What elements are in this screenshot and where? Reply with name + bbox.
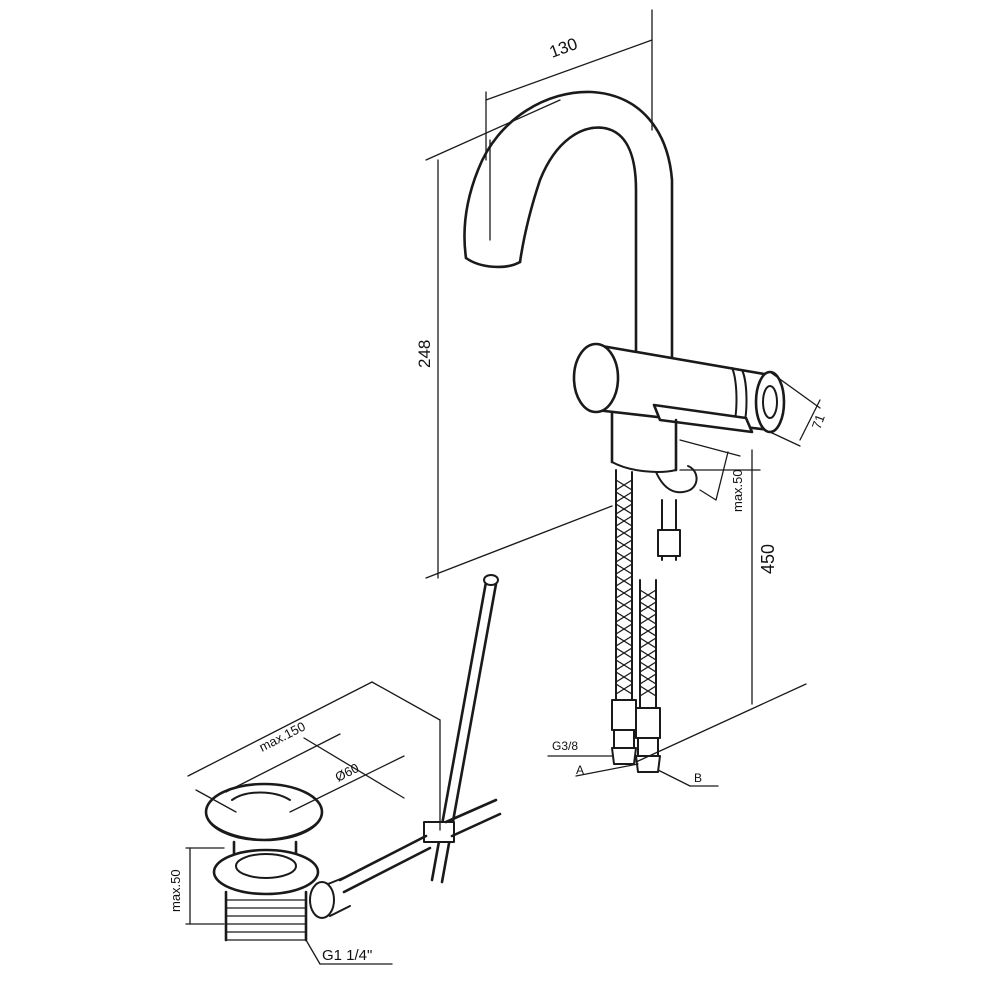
dim-hose-length: 450 bbox=[758, 544, 778, 574]
dim-handle-height: 71 bbox=[809, 412, 828, 431]
dim-drain-height: max.50 bbox=[168, 869, 183, 912]
faucet-spout bbox=[463, 90, 674, 362]
popup-rod bbox=[338, 574, 502, 894]
dim-spout-reach: 130 bbox=[547, 34, 580, 62]
dim-body-to-deck: max.50 bbox=[730, 469, 745, 512]
label-hose-b: B bbox=[694, 771, 702, 785]
dimension-lines-faucet bbox=[425, 9, 821, 787]
hose-b bbox=[635, 465, 698, 773]
dim-faucet-height: 248 bbox=[415, 340, 434, 368]
label-connection-thread: G3/8 bbox=[552, 739, 578, 753]
dim-drain-diameter: Ø60 bbox=[333, 760, 362, 785]
drain-assembly bbox=[204, 782, 351, 942]
dimension-lines-drain bbox=[185, 681, 441, 965]
label-drain-thread: G1 1/4" bbox=[322, 947, 372, 964]
dim-drain-length: max.150 bbox=[257, 719, 308, 755]
lever-handle bbox=[652, 403, 754, 434]
hose-a bbox=[611, 469, 637, 765]
faucet-base bbox=[610, 410, 678, 473]
label-hose-a: A bbox=[576, 763, 584, 777]
